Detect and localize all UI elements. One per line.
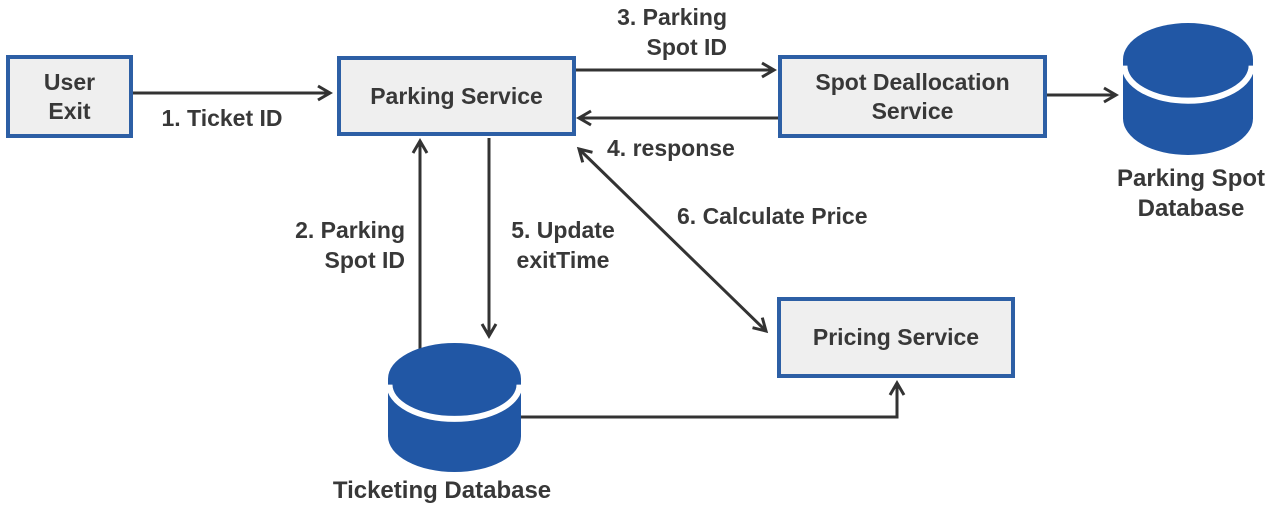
- edge-label-ticket-id: 1. Ticket ID: [161, 105, 283, 131]
- arrow-6-calculate-price: [576, 146, 769, 334]
- edge-label-parking-spot-id-right: 3. Parking Spot ID: [617, 4, 727, 60]
- parking-spot-database-icon: [1123, 23, 1253, 155]
- node-pricing-service-label: Pricing Service: [812, 324, 980, 350]
- node-pricing-service: Pricing Service: [777, 297, 1015, 378]
- ticketing-database-label: Ticketing Database: [332, 477, 552, 504]
- edge-label-update-exittime: 5. Update exitTime: [511, 217, 615, 273]
- node-parking-service-label: Parking Service: [370, 82, 543, 109]
- ticketing-database-icon: [388, 343, 521, 472]
- node-parking-service: Parking Service: [337, 56, 576, 136]
- edge-label-parking-spot-id-up: 2. Parking Spot ID: [295, 217, 405, 273]
- arrow-ticketing-db-to-pricing-service: [521, 380, 906, 419]
- node-user-exit-label: User Exit: [43, 68, 96, 124]
- node-spot-deallocation-service: Spot Deallocation Service: [778, 55, 1047, 138]
- edge-label-response: 4. response: [607, 135, 735, 161]
- node-user-exit: User Exit: [6, 55, 133, 138]
- parking-spot-database-label: Parking Spot Database: [1116, 165, 1266, 222]
- node-spot-deallocation-service-label: Spot Deallocation Service: [815, 68, 1010, 124]
- edge-label-calculate-price: 6. Calculate Price: [677, 203, 868, 229]
